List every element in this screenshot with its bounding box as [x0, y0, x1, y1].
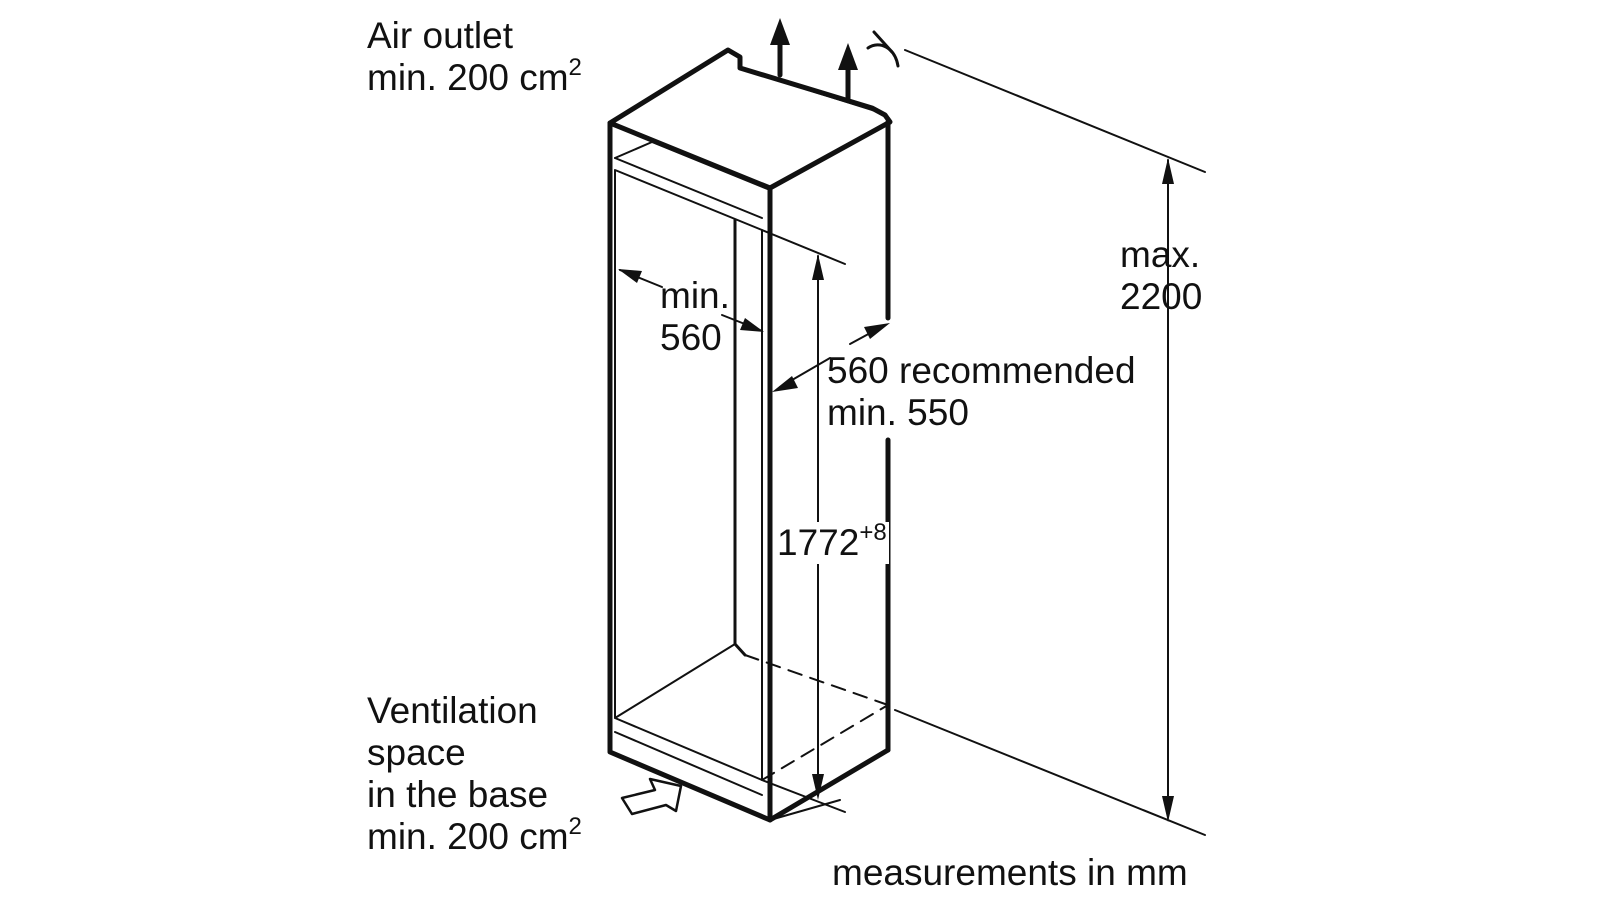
air-outlet-label-value: min. 200 cm	[367, 57, 569, 98]
plinth-line	[614, 731, 763, 796]
ventilation-label-value: min. 200 cm	[367, 816, 569, 857]
air-outlet-label: Air outlet min. 200 cm2	[367, 15, 582, 99]
width-arrow-left	[618, 269, 642, 283]
depth-arrow-right	[864, 323, 890, 339]
width-arrow-right	[740, 318, 764, 332]
width-dimension	[618, 269, 764, 332]
niche-front-frame-inner	[614, 169, 763, 781]
height-nominal-value: 1772	[777, 522, 860, 563]
air-outlet-label-line1: Air outlet	[367, 15, 514, 56]
height-nominal-dimension	[761, 229, 846, 813]
height-nominal-arrow-top	[812, 254, 824, 280]
height-nominal-label: 1772+8	[775, 518, 889, 564]
depth-arrow-left	[772, 376, 798, 392]
air-outlet-arrow-right-head	[838, 43, 858, 70]
height-max-top-extension	[904, 49, 1206, 173]
height-max-label: max. 2200	[1120, 234, 1202, 318]
depth-label-line2: min. 550	[827, 392, 969, 433]
top-rail-back-line	[614, 141, 653, 159]
height-max-bottom-extension	[894, 709, 1206, 836]
width-min-label-line1: min.	[660, 275, 730, 316]
height-nominal-bottom-extension	[761, 779, 846, 813]
height-max-label-line1: max.	[1120, 234, 1201, 275]
width-min-label-line2: 560	[660, 317, 722, 358]
height-max-arrow-bottom	[1162, 796, 1174, 822]
ventilation-label-line4: min. 200 cm2	[367, 812, 582, 858]
niche-front-frame	[607, 120, 773, 823]
air-outlet-arrows	[770, 18, 900, 103]
ventilation-label-line3: in the base	[367, 774, 549, 815]
plinth-side-line	[769, 799, 841, 821]
floor-dashed-back	[744, 654, 889, 706]
ventilation-label: Ventilation space in the base min. 200 c…	[367, 690, 582, 858]
depth-dimension	[772, 323, 890, 392]
niche-bottom-right-edge	[767, 747, 891, 823]
height-max-label-line2: 2200	[1120, 276, 1203, 317]
height-nominal-tolerance: +8	[859, 518, 887, 546]
units-note: measurements in mm	[832, 852, 1188, 893]
ventilation-label-superscript: 2	[568, 812, 582, 840]
height-nominal-top-extension	[761, 229, 846, 265]
ventilation-label-line1: Ventilation	[367, 690, 538, 731]
back-interior-corner	[733, 642, 747, 657]
width-min-label: min. 560	[660, 275, 730, 359]
floor-left-line	[614, 643, 736, 719]
ventilation-label-line2: space	[367, 732, 466, 773]
top-rail-depth-line	[651, 141, 771, 191]
cabinet-niche-outline	[607, 47, 893, 823]
ventilation-inlet-arrow-shape	[620, 777, 683, 816]
depth-label-line1: 560 recommended	[827, 350, 1136, 391]
ventilation-inlet-arrow	[620, 777, 683, 816]
air-outlet-label-line2: min. 200 cm2	[367, 53, 582, 99]
floor-dashed-front	[761, 704, 889, 781]
air-outlet-arrow-left-head	[770, 18, 790, 45]
top-face-rear-edge	[738, 66, 882, 114]
height-max-dimension	[894, 49, 1206, 836]
height-max-arrow-top	[1162, 158, 1174, 184]
tilt-symbol-line	[872, 30, 894, 54]
height-nominal-arrow-bottom	[812, 774, 824, 800]
tilt-symbol-arc	[866, 43, 900, 68]
depth-label: 560 recommended min. 550	[827, 350, 1136, 434]
air-outlet-label-superscript: 2	[568, 53, 582, 81]
top-rail-line	[614, 157, 763, 219]
